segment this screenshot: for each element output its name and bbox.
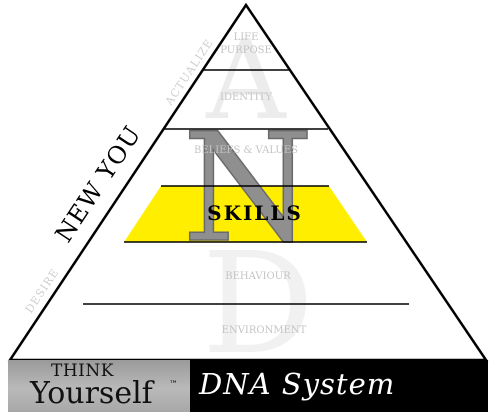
level-life-purpose-line2: PURPOSE <box>220 45 272 56</box>
brand-bar-right <box>190 360 488 412</box>
level-environment: ENVIRONMENT <box>222 325 307 336</box>
watermark-letter-n: N <box>182 102 313 276</box>
brand-think: THINK <box>51 361 114 381</box>
level-behaviour: BEHAVIOUR <box>225 271 291 282</box>
level-life-purpose-line1: LIFE <box>234 32 259 43</box>
skills-band <box>124 186 367 242</box>
level-identity: IDENTITY <box>220 92 272 103</box>
level-beliefs-values: BELIEFS & VALUES <box>194 145 298 156</box>
level-skills: SKILLS <box>207 201 303 225</box>
brand-bar-left <box>8 360 190 412</box>
pyramid-background <box>10 5 486 360</box>
dna-system-title: DNA System <box>199 367 396 401</box>
brand-yourself: Yourself <box>30 376 153 411</box>
watermark-letter-a: A <box>205 16 287 144</box>
trademark-symbol: ™ <box>169 380 178 390</box>
